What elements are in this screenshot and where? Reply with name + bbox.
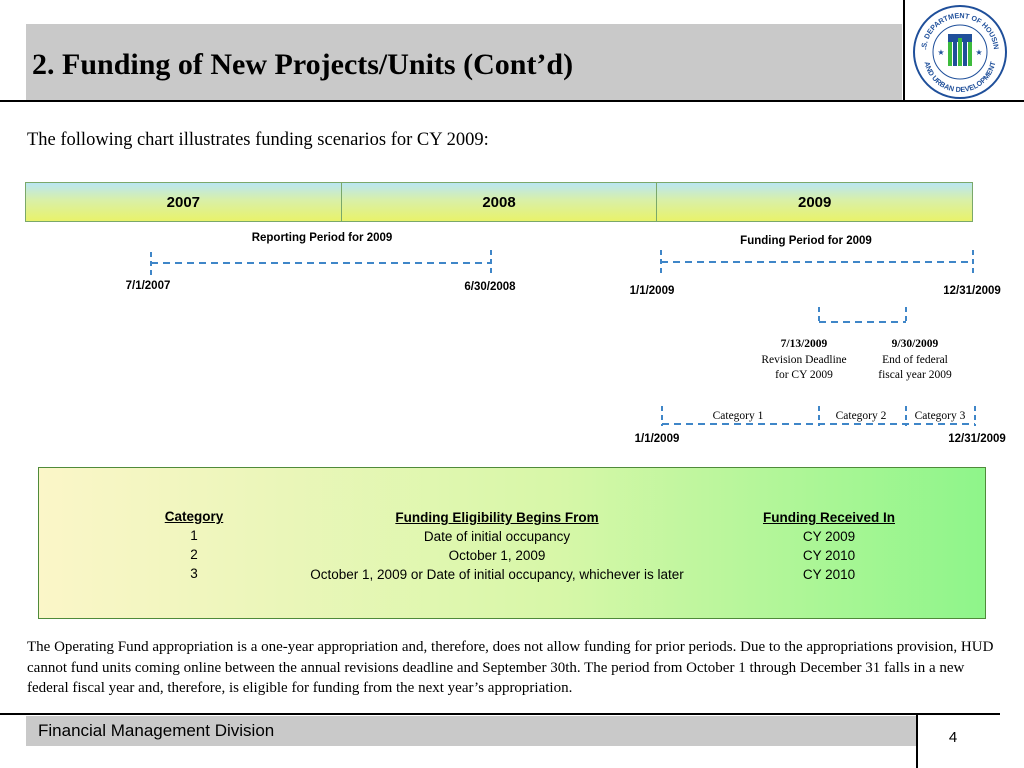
milestone-line: fiscal year 2009 (878, 369, 952, 381)
milestone-line: for CY 2009 (775, 369, 833, 381)
category-2-label: Category 2 (836, 410, 887, 422)
footer-rule (0, 713, 1000, 715)
title-rule (0, 100, 1024, 102)
category-table: Category 1 2 3 Funding Eligibility Begin… (38, 467, 986, 619)
milestone-date: 7/13/2009 (781, 338, 828, 350)
milestone-line: End of federal (882, 354, 948, 366)
milestone-line: Revision Deadline (761, 354, 846, 366)
received-value: CY 2010 (802, 548, 856, 563)
eligibility-value: October 1, 2009 or Date of initial occup… (310, 567, 684, 582)
category-1-label: Category 1 (713, 410, 764, 422)
year-2009: 2009 (797, 193, 832, 211)
category-value: 1 (190, 528, 198, 543)
star-icon: ★ (975, 48, 982, 57)
category-3-label: Category 3 (915, 410, 966, 422)
funding-start-date: 1/1/2009 (630, 285, 675, 297)
explanation-paragraph: The Operating Fund appropriation is a on… (27, 639, 994, 696)
category-header: Category (164, 509, 224, 524)
hud-seal-logo: U.S. DEPARTMENT OF HOUSING AND URBAN DEV… (912, 4, 1007, 99)
eligibility-value: Date of initial occupancy (423, 529, 571, 544)
category-value: 2 (190, 547, 198, 562)
intro-text: The following chart illustrates funding … (27, 130, 489, 150)
title-bar (26, 24, 902, 100)
year-2007: 2007 (26, 183, 342, 221)
reporting-end-date: 6/30/2008 (464, 281, 516, 293)
category-value: 3 (190, 566, 198, 581)
eligibility-column: Funding Eligibility Begins From Date of … (277, 508, 717, 584)
received-value: CY 2010 (802, 567, 856, 582)
received-header: Funding Received In (762, 510, 895, 525)
footer-division: Financial Management Division (38, 721, 275, 740)
received-value: CY 2009 (802, 529, 856, 544)
timeline-diagram: Reporting Period for 2009 7/1/2007 6/30/… (126, 232, 1006, 445)
reporting-start-date: 7/1/2007 (126, 280, 171, 292)
received-column: Funding Received In CY 2009 CY 2010 CY 2… (729, 508, 929, 584)
year-2008: 2008 (342, 183, 658, 221)
milestone-date: 9/30/2009 (892, 338, 939, 350)
footer-bar (26, 716, 916, 746)
star-icon: ★ (937, 48, 944, 57)
funding-period-label: Funding Period for 2009 (740, 235, 872, 247)
categories-end-date: 12/31/2009 (948, 433, 1006, 445)
footer-divider (916, 713, 918, 768)
reporting-period-label: Reporting Period for 2009 (252, 232, 393, 244)
category-column: Category 1 2 3 (154, 507, 234, 583)
logo-divider (903, 0, 905, 102)
page-number: 4 (948, 729, 958, 746)
eligibility-header: Funding Eligibility Begins From (395, 510, 599, 525)
year-band: 2007 2008 2009 (25, 182, 973, 222)
funding-end-date: 12/31/2009 (943, 285, 1001, 297)
categories-start-date: 1/1/2009 (635, 433, 680, 445)
page-title: 2. Funding of New Projects/Units (Cont’d… (32, 48, 574, 81)
eligibility-value: October 1, 2009 (448, 548, 546, 563)
